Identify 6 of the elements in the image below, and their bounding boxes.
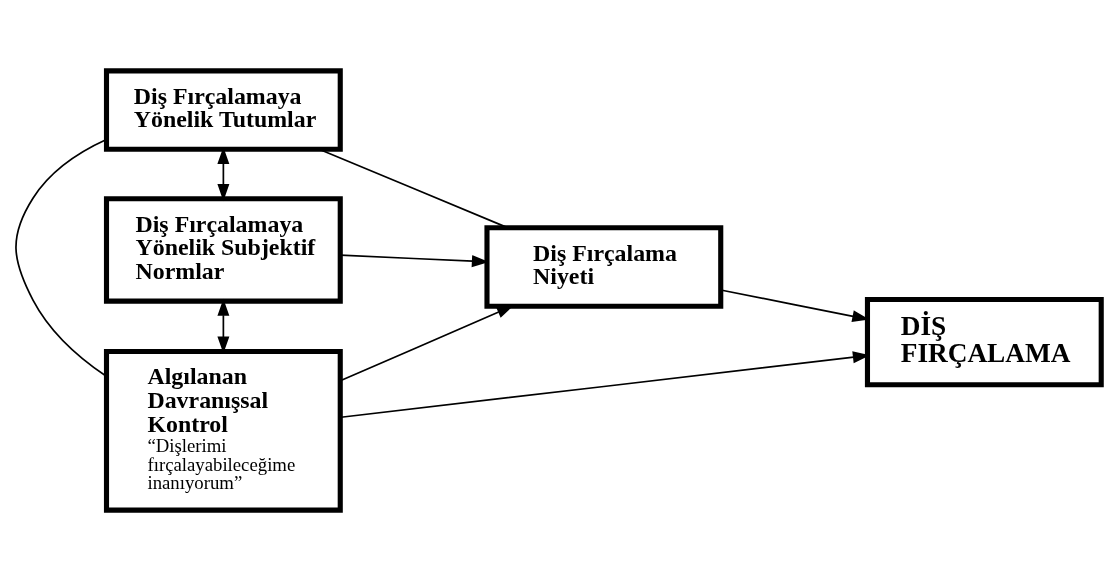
node-box: Algılanan Davranışsal Kontrol “Dişlerimi fırçalayabileceğime inanıyorum” — [103, 348, 343, 513]
node-box: Diş Fırçalamaya Yönelik Tutumlar — [103, 67, 343, 152]
node-box: DİŞ FIRÇALAMA — [864, 296, 1104, 387]
node-box: Diş Fırçalama Niyeti — [484, 224, 724, 309]
node-box: Diş Fırçalamaya Yönelik Subjektif Normlar — [103, 195, 343, 304]
connector — [318, 148, 509, 228]
